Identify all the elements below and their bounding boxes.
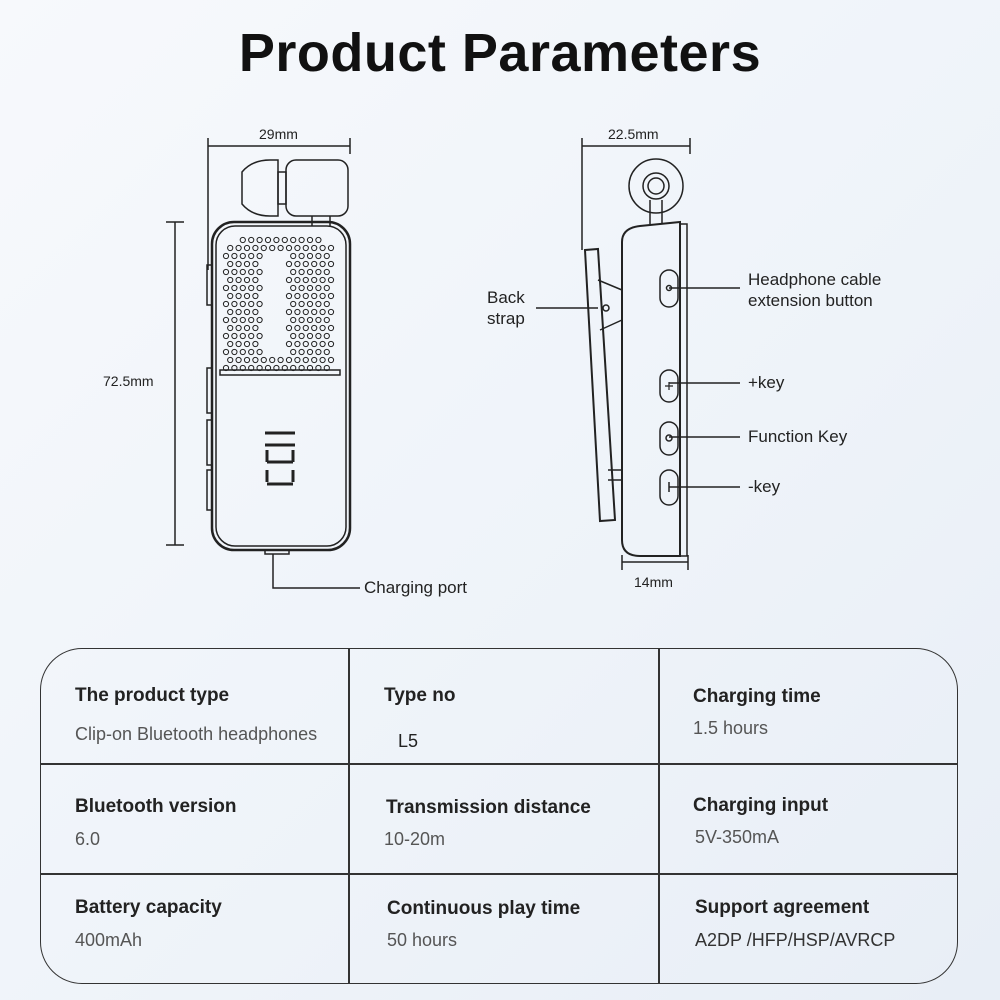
front-width-label: 29mm: [259, 126, 298, 142]
function-key-button[interactable]: [659, 421, 679, 456]
spec-value-support-agreement: A2DP /HFP/HSP/AVRCP: [695, 930, 896, 950]
side-width-dimension: [581, 138, 691, 250]
divider: [41, 763, 957, 765]
divider: [41, 873, 957, 875]
front-body: [206, 220, 352, 555]
front-height-dimension: [166, 221, 184, 546]
speaker-grille: [222, 236, 335, 372]
spec-label-battery-capacity: Battery capacity: [75, 897, 222, 918]
page-title: Product Parameters: [238, 23, 762, 83]
spec-value-type-no: L5: [398, 731, 419, 751]
side-body: [583, 220, 688, 557]
spec-value-bluetooth-version: 6.0: [75, 829, 101, 849]
spec-value-product-type: Clip-on Bluetooth headphones: [75, 724, 318, 744]
divider: [348, 649, 350, 983]
divider: [658, 649, 660, 983]
led-display-icon: [265, 431, 295, 486]
spec-value-charging-time: 1.5 hours: [693, 718, 769, 738]
spec-label-transmission-distance: Transmission distance: [386, 797, 591, 818]
side-depth-label: 14mm: [634, 574, 673, 590]
spec-label-support-agreement: Support agreement: [695, 897, 870, 918]
side-buttons: [659, 269, 679, 506]
cable-button-label-line2: extension button: [748, 291, 873, 310]
charging-port-label: Charging port: [364, 578, 468, 597]
spec-value-transmission-distance: 10-20m: [384, 829, 446, 849]
earbud-icon: [241, 159, 349, 226]
plus-key-label: +key: [748, 373, 785, 392]
spec-value-charging-input: 5V-350mA: [695, 827, 780, 847]
spec-label-bluetooth-version: Bluetooth version: [75, 796, 237, 817]
spec-label-charging-input: Charging input: [693, 795, 829, 816]
product-diagram: [166, 138, 740, 589]
spec-table: The product type Clip-on Bluetooth headp…: [40, 648, 958, 984]
front-height-label: 72.5mm: [103, 373, 154, 389]
callout-lines: [536, 287, 740, 488]
spec-value-battery-capacity: 400mAh: [75, 930, 143, 950]
spec-value-play-time: 50 hours: [387, 930, 458, 950]
cable-button-label-line1: Headphone cable: [748, 270, 882, 289]
spec-label-type-no: Type no: [384, 685, 456, 706]
side-depth-dimension: [621, 555, 689, 570]
back-strap-label-line2: strap: [487, 309, 525, 328]
spec-label-play-time: Continuous play time: [387, 898, 581, 919]
charging-port-leader: [272, 554, 360, 589]
spec-label-product-type: The product type: [75, 685, 230, 706]
side-width-label: 22.5mm: [608, 126, 659, 142]
earpiece-side-icon: [628, 158, 684, 224]
front-width-dimension: [207, 138, 351, 270]
function-key-label: Function Key: [748, 427, 848, 446]
plus-key-button[interactable]: [659, 369, 679, 403]
back-strap-label-line1: Back: [487, 288, 525, 307]
spec-label-charging-time: Charging time: [693, 686, 821, 707]
minus-key-label: -key: [748, 477, 781, 496]
